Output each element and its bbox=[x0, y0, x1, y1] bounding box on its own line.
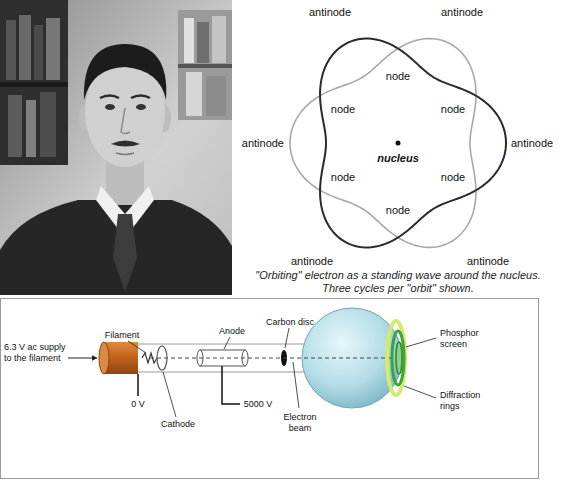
book bbox=[184, 18, 194, 63]
electron-beam bbox=[150, 358, 392, 359]
leader-line bbox=[224, 337, 230, 349]
panel-border bbox=[1, 299, 539, 479]
label: antinode bbox=[291, 255, 333, 268]
moustache bbox=[111, 141, 140, 147]
label: node bbox=[386, 70, 410, 83]
eye bbox=[105, 104, 115, 110]
caption: "Orbiting" electron as a standing wave a… bbox=[243, 269, 553, 295]
label: nucleus bbox=[377, 152, 419, 165]
leader-line bbox=[68, 358, 97, 359]
book bbox=[6, 20, 16, 80]
eyebrow bbox=[131, 96, 150, 99]
shelf bbox=[178, 64, 232, 68]
filament-coil bbox=[142, 353, 157, 363]
nose bbox=[121, 108, 130, 134]
label: node bbox=[331, 171, 355, 184]
book bbox=[206, 76, 226, 116]
tie bbox=[113, 214, 137, 292]
nucleus-dot bbox=[396, 141, 401, 146]
label: 0 V bbox=[131, 399, 145, 410]
label: node bbox=[441, 103, 465, 116]
wave-curve bbox=[290, 39, 476, 248]
label: node bbox=[386, 204, 410, 217]
label: Diffraction rings bbox=[440, 390, 502, 412]
eyebrow bbox=[100, 96, 119, 99]
portrait-photo bbox=[0, 0, 232, 295]
leader-line bbox=[128, 341, 146, 353]
electron-diffraction-tube bbox=[68, 308, 436, 417]
book bbox=[186, 72, 202, 116]
leader-line bbox=[293, 362, 299, 408]
label: antinode bbox=[242, 137, 284, 150]
bookshelf bbox=[178, 10, 232, 120]
label: antinode bbox=[511, 137, 553, 150]
label: Electron beam bbox=[277, 412, 323, 434]
book bbox=[212, 16, 226, 63]
label: Filament bbox=[105, 330, 140, 341]
leader-line bbox=[163, 372, 176, 417]
label: Phosphor screen bbox=[440, 328, 502, 350]
leader-line bbox=[404, 386, 436, 398]
tube-base-end bbox=[99, 342, 109, 374]
label: 6.3 V ac supply to the filament bbox=[4, 342, 66, 364]
leader-line bbox=[285, 328, 289, 348]
shelf bbox=[0, 82, 68, 87]
label: Carbon disc bbox=[266, 317, 314, 328]
book bbox=[34, 25, 43, 80]
wave-curve bbox=[320, 39, 506, 248]
label: antinode bbox=[441, 6, 483, 19]
book bbox=[26, 100, 36, 157]
phosphor-screen bbox=[387, 321, 405, 395]
book bbox=[197, 22, 209, 63]
label: antinode bbox=[467, 255, 509, 268]
photo-background bbox=[0, 0, 232, 295]
leader-line bbox=[406, 338, 436, 347]
label: Anode bbox=[219, 326, 245, 337]
mouth bbox=[116, 153, 134, 155]
label: Cathode bbox=[161, 419, 195, 430]
bookshelf bbox=[0, 0, 68, 165]
label: node bbox=[331, 103, 355, 116]
book bbox=[19, 15, 31, 80]
eye bbox=[136, 104, 146, 110]
diffraction-ring bbox=[396, 342, 402, 374]
diffraction-ring bbox=[392, 331, 404, 385]
label: node bbox=[441, 171, 465, 184]
tube-glass bbox=[138, 344, 306, 345]
hair bbox=[84, 44, 166, 100]
wire bbox=[222, 366, 240, 404]
book bbox=[40, 92, 56, 157]
book bbox=[8, 95, 22, 157]
wire bbox=[137, 374, 139, 396]
label: antinode bbox=[309, 6, 351, 19]
book bbox=[46, 18, 60, 80]
label: 5000 V bbox=[244, 399, 273, 410]
standing-wave bbox=[290, 39, 506, 248]
